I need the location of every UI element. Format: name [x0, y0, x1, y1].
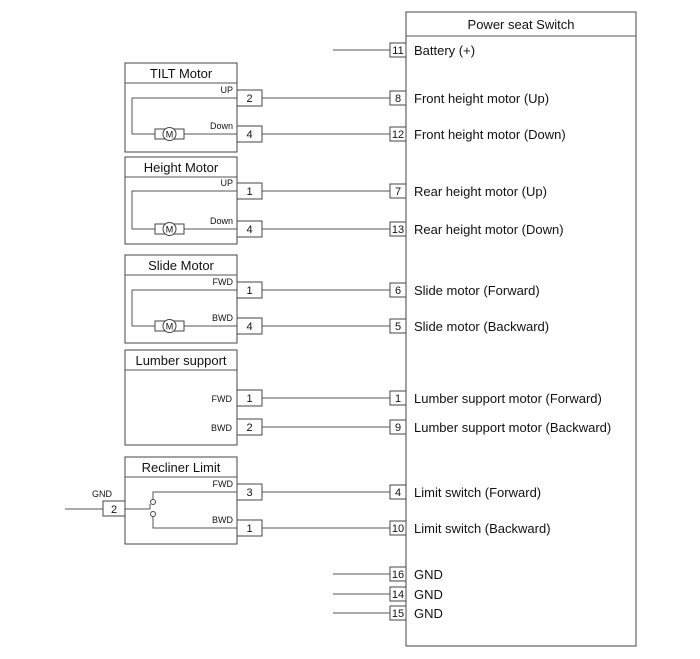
switch-pin-number: 13	[392, 224, 404, 236]
gnd-pin-number: 2	[111, 504, 117, 516]
switch-pin-label: Front height motor (Down)	[414, 127, 566, 142]
switch-pin-label: Slide motor (Forward)	[414, 283, 540, 298]
switch-pin-row: 8 Front height motor (Up)	[389, 90, 549, 106]
signal-label: FWD	[213, 479, 234, 489]
component-slide-motor: Slide Motor 1 FWD 4 BWD M	[124, 254, 263, 344]
switch-pin-label: Rear height motor (Up)	[414, 184, 547, 199]
switch-pin-label: Lumber support motor (Backward)	[414, 420, 611, 435]
signal-label: BWD	[211, 423, 232, 433]
component-pin-number: 4	[246, 129, 252, 141]
switch-pin-label: Limit switch (Backward)	[414, 521, 551, 536]
switch-contact-icon	[150, 511, 156, 517]
switch-pin-label: GND	[414, 606, 443, 621]
switch-pin-label: Slide motor (Backward)	[414, 319, 549, 334]
switch-pin-label: Front height motor (Up)	[414, 91, 549, 106]
switch-contact-icon	[150, 499, 156, 505]
switch-pin-label: Lumber support motor (Forward)	[414, 391, 602, 406]
switch-pin-row: 15 GND	[389, 605, 443, 621]
motor-loop-wire	[131, 289, 237, 327]
signal-label: Down	[210, 216, 233, 226]
signal-label: FWD	[212, 394, 233, 404]
component-pin-number: 1	[246, 186, 252, 198]
motor-icon: M	[154, 319, 185, 333]
switch-pin-row: 16 GND	[389, 566, 443, 582]
switch-pin-number: 7	[395, 186, 401, 198]
switch-pin-row: 14 GND	[389, 586, 443, 602]
switch-pin-row: 5 Slide motor (Backward)	[389, 318, 549, 334]
switch-pins: 11 Battery (+) 8 Front height motor (Up) 12 F…	[389, 42, 611, 621]
component-lumber-support: Lumber support 1 FWD 2 BWD	[124, 349, 263, 446]
switch-pin-row: 1 Lumber support motor (Forward)	[389, 390, 602, 406]
motor-loop-wire	[131, 97, 237, 135]
switch-pin-number: 8	[395, 93, 401, 105]
switch-pin-label: Rear height motor (Down)	[414, 222, 564, 237]
power-seat-switch: Power seat Switch	[405, 11, 637, 647]
switch-pin-number: 16	[392, 569, 404, 581]
gnd-label: GND	[92, 489, 113, 499]
signal-label: BWD	[212, 515, 233, 525]
switch-pin-row: 12 Front height motor (Down)	[389, 126, 566, 142]
switch-pin-label: Battery (+)	[414, 43, 475, 58]
switch-pin-label: GND	[414, 567, 443, 582]
switch-pin-number: 12	[392, 129, 404, 141]
motor-loop-wire	[131, 190, 237, 230]
switch-pin-label: Limit switch (Forward)	[414, 485, 541, 500]
limit-fwd-wire	[152, 491, 237, 500]
switch-pin-number: 6	[395, 285, 401, 297]
component-pin-number: 3	[246, 487, 252, 499]
component-title: Height Motor	[144, 160, 219, 175]
switch-pin-row: 10 Limit switch (Backward)	[389, 520, 551, 536]
component-recliner-limit: Recliner Limit 3 FWD 1 BWD 2 GND	[65, 456, 263, 545]
switch-box	[405, 11, 637, 647]
component-pin-number: 2	[246, 93, 252, 105]
motor-symbol: M	[166, 322, 174, 332]
component-pin-number: 1	[246, 523, 252, 535]
switch-pin-number: 5	[395, 321, 401, 333]
component-title: Recliner Limit	[142, 460, 221, 475]
switch-pin-number: 11	[392, 45, 403, 57]
signal-label: BWD	[212, 313, 233, 323]
component-box	[124, 456, 238, 545]
component-title: Lumber support	[135, 353, 226, 368]
component-pin-number: 1	[246, 393, 252, 405]
switch-pin-row: 9 Lumber support motor (Backward)	[389, 419, 611, 435]
wires	[262, 49, 390, 614]
component-pin-number: 4	[246, 224, 252, 236]
switch-pin-label: GND	[414, 587, 443, 602]
switch-pin-number: 9	[395, 422, 401, 434]
component-title: Slide Motor	[148, 258, 214, 273]
component-title: TILT Motor	[150, 66, 213, 81]
motor-symbol: M	[166, 225, 174, 235]
switch-pin-number: 10	[392, 523, 404, 535]
component-pin-number: 4	[246, 321, 252, 333]
signal-label: FWD	[213, 277, 234, 287]
motor-icon: M	[154, 222, 185, 236]
switch-title: Power seat Switch	[468, 17, 575, 32]
motor-symbol: M	[166, 130, 174, 140]
switch-pin-number: 14	[392, 589, 404, 601]
switch-pin-row: 4 Limit switch (Forward)	[389, 484, 541, 500]
signal-label: UP	[220, 85, 233, 95]
switch-pin-row: 7 Rear height motor (Up)	[389, 183, 547, 199]
component-pin-number: 1	[246, 285, 252, 297]
switch-pin-row: 13 Rear height motor (Down)	[389, 221, 564, 237]
switch-pin-number: 15	[392, 608, 404, 620]
component-box	[124, 349, 238, 446]
limit-bwd-wire	[152, 516, 237, 529]
switch-pin-number: 4	[395, 487, 401, 499]
signal-label: UP	[220, 178, 233, 188]
motor-icon: M	[154, 127, 185, 141]
switch-pin-row: 11 Battery (+)	[389, 42, 475, 58]
signal-label: Down	[210, 121, 233, 131]
switch-pin-row: 6 Slide motor (Forward)	[389, 282, 540, 298]
switch-pin-number: 1	[395, 393, 401, 405]
component-pin-number: 2	[246, 422, 252, 434]
